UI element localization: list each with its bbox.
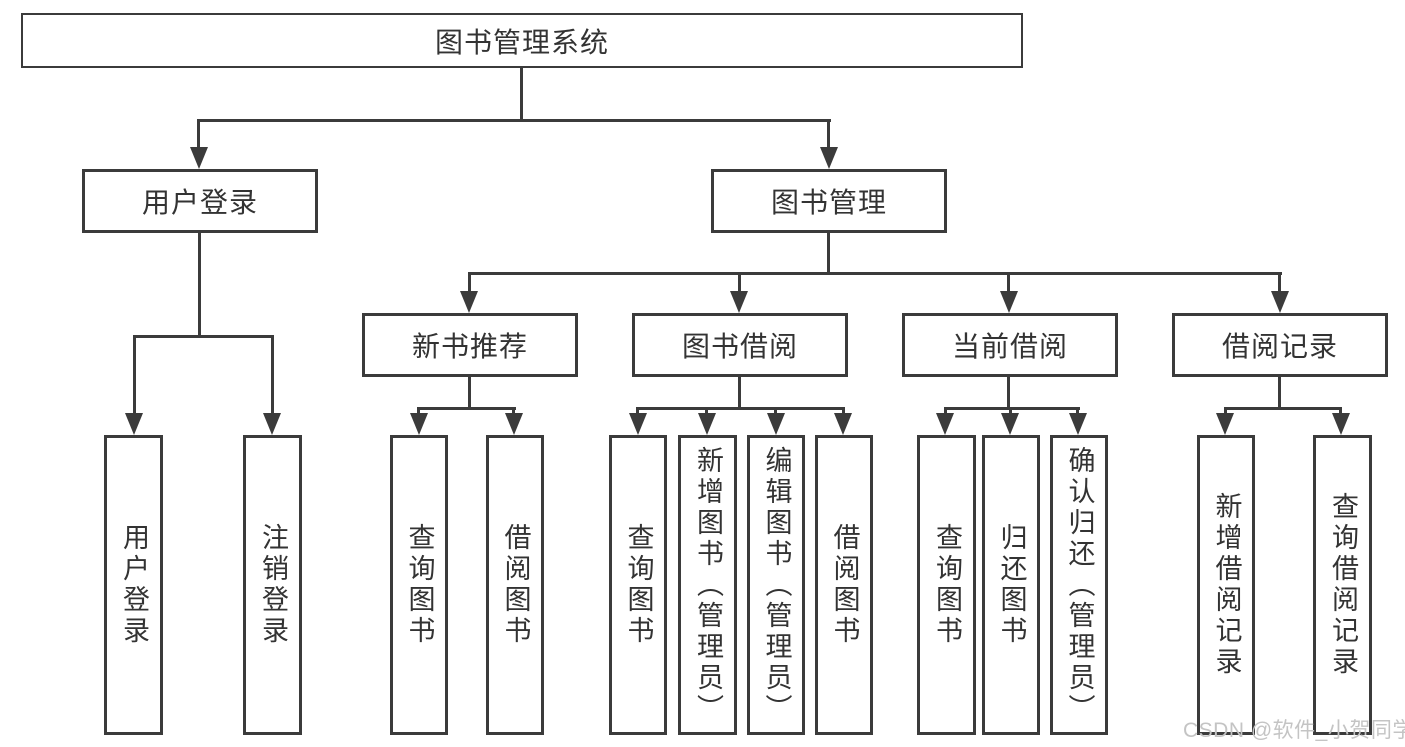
arrowhead-down-icon [1001,413,1019,435]
connector-line [198,232,201,338]
node-book-borrow: 图书借阅 [632,313,848,377]
node-borrow-record: 借阅记录 [1172,313,1388,377]
leaf-borrow-book-newbook-label: 借阅图书 [500,523,531,647]
leaf-borrow-book-label: 借阅图书 [829,523,860,647]
leaf-query-book-newbook: 查询图书 [390,435,448,735]
connector-line [1224,407,1342,410]
leaf-borrow-book-newbook: 借阅图书 [486,435,544,735]
node-user-login: 用户登录 [82,169,318,233]
arrowhead-down-icon [505,413,523,435]
connector-line [468,375,471,409]
arrowhead-down-icon [1332,413,1350,435]
connector-line [468,272,471,294]
leaf-edit-book-admin-label: 编辑图书（管理员） [761,445,792,725]
leaf-add-book-admin-label: 新增图书（管理员） [693,445,723,725]
connector-line [417,407,420,417]
arrowhead-down-icon [767,413,785,435]
leaf-query-book-newbook-label: 查询图书 [404,523,435,647]
leaf-return-book-label: 归还图书 [996,523,1027,647]
connector-line [738,272,741,294]
connector-line [827,232,830,275]
leaf-confirm-return-admin-label: 确认归还（管理员） [1064,445,1095,725]
connector-line [133,335,274,338]
node-new-book-recommend: 新书推荐 [362,313,578,377]
node-current-borrow: 当前借阅 [902,313,1118,377]
connector-line [271,335,274,415]
leaf-query-book-borrow: 查询图书 [609,435,667,735]
leaf-borrow-book: 借阅图书 [815,435,873,735]
connector-line [1339,407,1342,417]
node-borrow-record-label: 借阅记录 [1221,331,1338,362]
arrowhead-down-icon [460,291,478,313]
arrowhead-down-icon [629,413,647,435]
leaf-logout-label: 注销登录 [258,523,288,647]
connector-line [774,407,777,417]
leaf-user-login-label: 用户登录 [119,523,149,647]
connector-line [738,375,741,409]
leaf-edit-book-admin: 编辑图书（管理员） [747,435,805,735]
arrowhead-down-icon [820,147,838,169]
arrowhead-down-icon [410,413,428,435]
arrowhead-down-icon [125,413,143,435]
connector-line [1278,375,1281,409]
connector-line [1076,407,1079,417]
csdn-watermark: CSDN @软件_小贺同学 [1183,719,1405,742]
leaf-add-book-admin: 新增图书（管理员） [678,435,737,735]
leaf-query-borrow-record-label: 查询借阅记录 [1328,492,1358,678]
connector-line [520,67,523,121]
arrowhead-down-icon [190,147,208,169]
arrowhead-down-icon [1216,413,1234,435]
arrowhead-down-icon [698,413,716,435]
connector-line [705,407,708,417]
leaf-query-book-borrow-label: 查询图书 [623,523,654,647]
connector-line [1009,407,1012,417]
node-root: 图书管理系统 [21,13,1023,68]
connector-line [197,119,831,122]
arrowhead-down-icon [834,413,852,435]
leaf-add-borrow-record-label: 新增借阅记录 [1211,492,1242,678]
connector-line [133,335,136,415]
arrowhead-down-icon [936,413,954,435]
connector-line [636,407,845,410]
node-book-management-label: 图书管理 [770,187,887,218]
connector-line [636,407,639,417]
connector-line [842,407,845,417]
node-book-borrow-label: 图书借阅 [681,331,798,362]
connector-line [1007,375,1010,409]
arrowhead-down-icon [1271,291,1289,313]
node-user-login-label: 用户登录 [141,187,258,218]
connector-line [1278,272,1281,294]
connector-line [944,407,947,417]
arrowhead-down-icon [1069,413,1087,435]
connector-line [944,407,1080,410]
connector-line [468,272,1282,275]
arrowhead-down-icon [263,413,281,435]
node-current-borrow-label: 当前借阅 [951,331,1068,362]
leaf-confirm-return-admin: 确认归还（管理员） [1050,435,1108,735]
connector-line [1007,272,1010,294]
leaf-user-login: 用户登录 [104,435,163,735]
connector-line [512,407,515,417]
connector-line [1224,407,1227,417]
node-book-management: 图书管理 [711,169,947,233]
connector-line [197,119,200,151]
node-new-book-recommend-label: 新书推荐 [411,331,528,362]
leaf-add-borrow-record: 新增借阅记录 [1197,435,1255,735]
leaf-return-book: 归还图书 [982,435,1040,735]
arrowhead-down-icon [730,291,748,313]
connector-line [417,407,516,410]
leaf-query-book-current-label: 查询图书 [932,523,962,647]
arrowhead-down-icon [1000,291,1018,313]
leaf-query-borrow-record: 查询借阅记录 [1313,435,1372,735]
leaf-query-book-current: 查询图书 [917,435,976,735]
leaf-logout: 注销登录 [243,435,302,735]
node-root-label: 图书管理系统 [434,26,609,58]
connector-line [827,119,830,151]
